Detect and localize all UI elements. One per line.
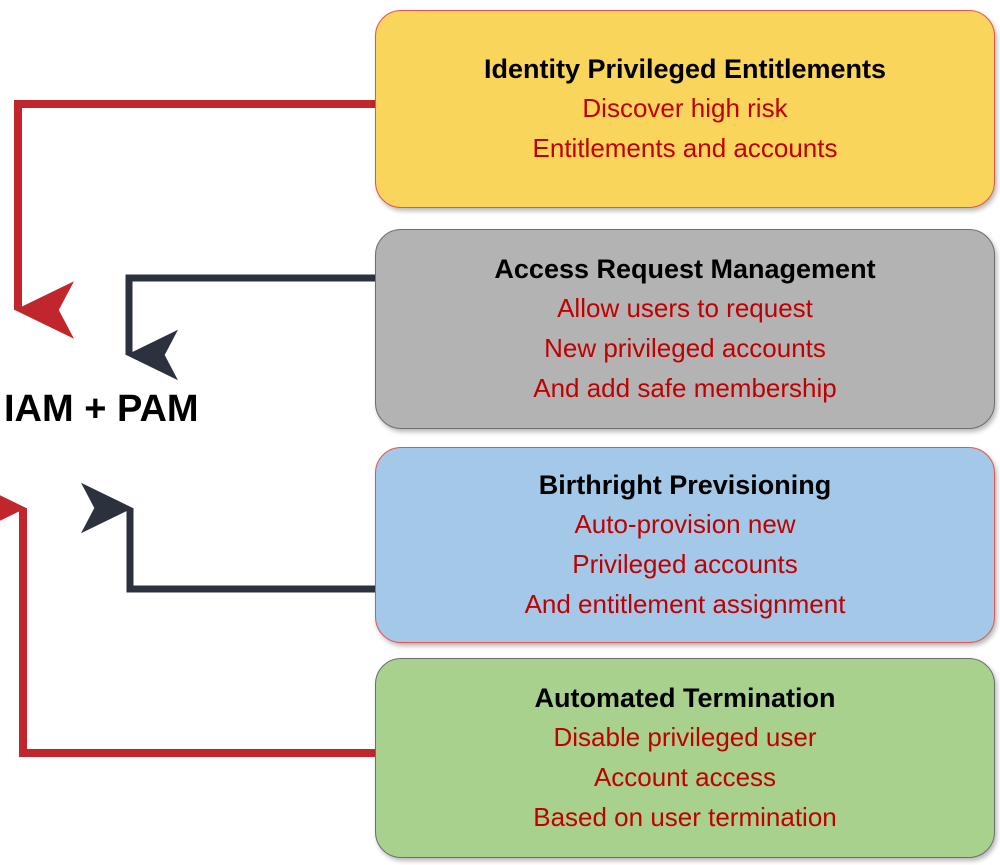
box-title: Identity Privileged Entitlements [483, 54, 887, 84]
box-line: Disable privileged user [553, 722, 817, 752]
flow-box-birthright-previsioning[interactable]: Birthright Previsioning Auto-provision n… [375, 447, 995, 643]
access-request-connector [125, 274, 375, 381]
box-title: Access Request Management [494, 254, 876, 284]
flow-box-access-request-management[interactable]: Access Request Management Allow users to… [375, 229, 995, 429]
box-line: Allow users to request [557, 293, 813, 323]
box-line: Privileged accounts [572, 549, 798, 579]
box-line: Account access [593, 762, 777, 792]
identity-entitlements-connector [14, 100, 375, 339]
box-line: New privileged accounts [544, 333, 826, 363]
box-line: Entitlements and accounts [532, 133, 838, 163]
automated-termination-connector [0, 479, 375, 757]
flow-box-identity-privileged-entitlements[interactable]: Identity Privileged Entitlements Discove… [375, 10, 995, 208]
box-title: Birthright Previsioning [538, 470, 832, 500]
box-line: Based on user termination [533, 802, 837, 832]
box-line: And add safe membership [533, 373, 837, 403]
flow-box-automated-termination[interactable]: Automated Termination Disable privileged… [375, 658, 995, 858]
box-line: Discover high risk [582, 93, 788, 123]
box-line: And entitlement assignment [524, 589, 846, 619]
box-line: Auto-provision new [574, 509, 796, 539]
birthright-connector [81, 482, 375, 593]
box-title: Automated Termination [534, 683, 836, 713]
hub-label: IAM + PAM [4, 388, 199, 430]
